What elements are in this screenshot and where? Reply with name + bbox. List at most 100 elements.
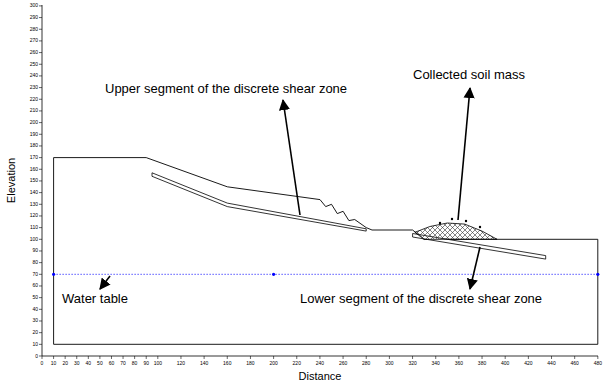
tick-mark [42, 356, 43, 359]
axis-tick-label: 90 [143, 361, 149, 366]
axis-tick-label: 80 [132, 361, 138, 366]
axis-tick-label: 420 [524, 361, 532, 366]
axis-tick-label: 80 [32, 260, 38, 265]
axis-tick-label: 20 [62, 361, 68, 366]
tick-mark [134, 356, 135, 359]
tick-mark [39, 274, 42, 275]
tick-mark [39, 169, 42, 170]
axis-tick-label: 180 [246, 361, 254, 366]
axis-title: Elevation [7, 157, 18, 202]
axis-tick-label: 380 [478, 361, 486, 366]
axis-tick-label: 210 [30, 108, 38, 113]
axis-tick-label: 240 [30, 73, 38, 78]
tick-mark [157, 356, 158, 359]
tick-mark [39, 215, 42, 216]
axis-tick-label: 300 [30, 3, 38, 8]
tick-mark [39, 122, 42, 123]
axis-tick-label: 340 [432, 361, 440, 366]
axis-tick-label: 460 [571, 361, 579, 366]
tick-mark [39, 344, 42, 345]
soil-mass [415, 223, 497, 239]
leader-arrow [100, 276, 110, 289]
tick-mark [53, 356, 54, 359]
tick-mark [39, 145, 42, 146]
y-axis [42, 5, 43, 356]
tick-mark [39, 192, 42, 193]
axis-tick-label: 250 [30, 62, 38, 67]
tick-mark [227, 356, 228, 359]
axis-tick-label: 40 [32, 307, 38, 312]
axis-tick-label: 300 [385, 361, 393, 366]
axis-tick-label: 240 [316, 361, 324, 366]
tick-mark [39, 52, 42, 53]
tick-mark [505, 356, 506, 359]
tick-mark [39, 180, 42, 181]
axis-tick-label: 270 [30, 38, 38, 43]
axis-tick-label: 180 [30, 143, 38, 148]
tick-mark [39, 356, 42, 357]
tick-mark [412, 356, 413, 359]
x-axis [42, 356, 598, 357]
axis-tick-label: 360 [455, 361, 463, 366]
axis-tick-label: 100 [154, 361, 162, 366]
axis-tick-label: 260 [339, 361, 347, 366]
tick-mark [39, 99, 42, 100]
leader-arrow [470, 247, 480, 289]
tick-mark [39, 239, 42, 240]
callout-label: Collected soil mass [413, 68, 525, 81]
tick-mark [319, 356, 320, 359]
tick-mark [39, 17, 42, 18]
tick-mark [65, 356, 66, 359]
axis-tick-label: 40 [86, 361, 92, 366]
axis-tick-label: 280 [362, 361, 370, 366]
axis-tick-label: 160 [223, 361, 231, 366]
axis-tick-label: 200 [30, 120, 38, 125]
axis-tick-label: 440 [547, 361, 555, 366]
callout-label: Upper segment of the discrete shear zone [105, 82, 347, 95]
tick-mark [39, 157, 42, 158]
axis-tick-label: 20 [32, 330, 38, 335]
slope-profile [54, 158, 598, 345]
tick-mark [99, 356, 100, 359]
axis-tick-label: 50 [32, 295, 38, 300]
tick-mark [39, 5, 42, 6]
tick-mark [39, 332, 42, 333]
axis-tick-label: 400 [501, 361, 509, 366]
tick-mark [574, 356, 575, 359]
tick-mark [39, 204, 42, 205]
tick-mark [39, 309, 42, 310]
tick-mark [366, 356, 367, 359]
tick-mark [180, 356, 181, 359]
callout-label: Water table [62, 292, 128, 305]
tick-mark [39, 40, 42, 41]
tick-mark [551, 356, 552, 359]
tick-mark [111, 356, 112, 359]
tick-mark [389, 356, 390, 359]
tick-mark [39, 262, 42, 263]
axis-tick-label: 220 [30, 97, 38, 102]
axis-tick-label: 90 [32, 248, 38, 253]
tick-mark [39, 64, 42, 65]
water-table-points [52, 273, 599, 276]
axis-tick-label: 70 [32, 272, 38, 277]
tick-mark [204, 356, 205, 359]
tick-mark [296, 356, 297, 359]
tick-mark [123, 356, 124, 359]
tick-mark [88, 356, 89, 359]
tick-mark [528, 356, 529, 359]
tick-mark [39, 297, 42, 298]
axis-tick-label: 100 [30, 237, 38, 242]
tick-mark [458, 356, 459, 359]
axis-tick-label: 70 [120, 361, 126, 366]
tick-mark [146, 356, 147, 359]
tick-mark [39, 285, 42, 286]
tick-mark [482, 356, 483, 359]
axis-tick-label: 60 [109, 361, 115, 366]
axis-tick-label: 220 [293, 361, 301, 366]
axis-tick-label: 0 [41, 361, 44, 366]
axis-tick-label: 480 [594, 361, 602, 366]
axis-tick-label: 0 [35, 354, 38, 359]
tick-mark [39, 250, 42, 251]
tick-mark [39, 227, 42, 228]
